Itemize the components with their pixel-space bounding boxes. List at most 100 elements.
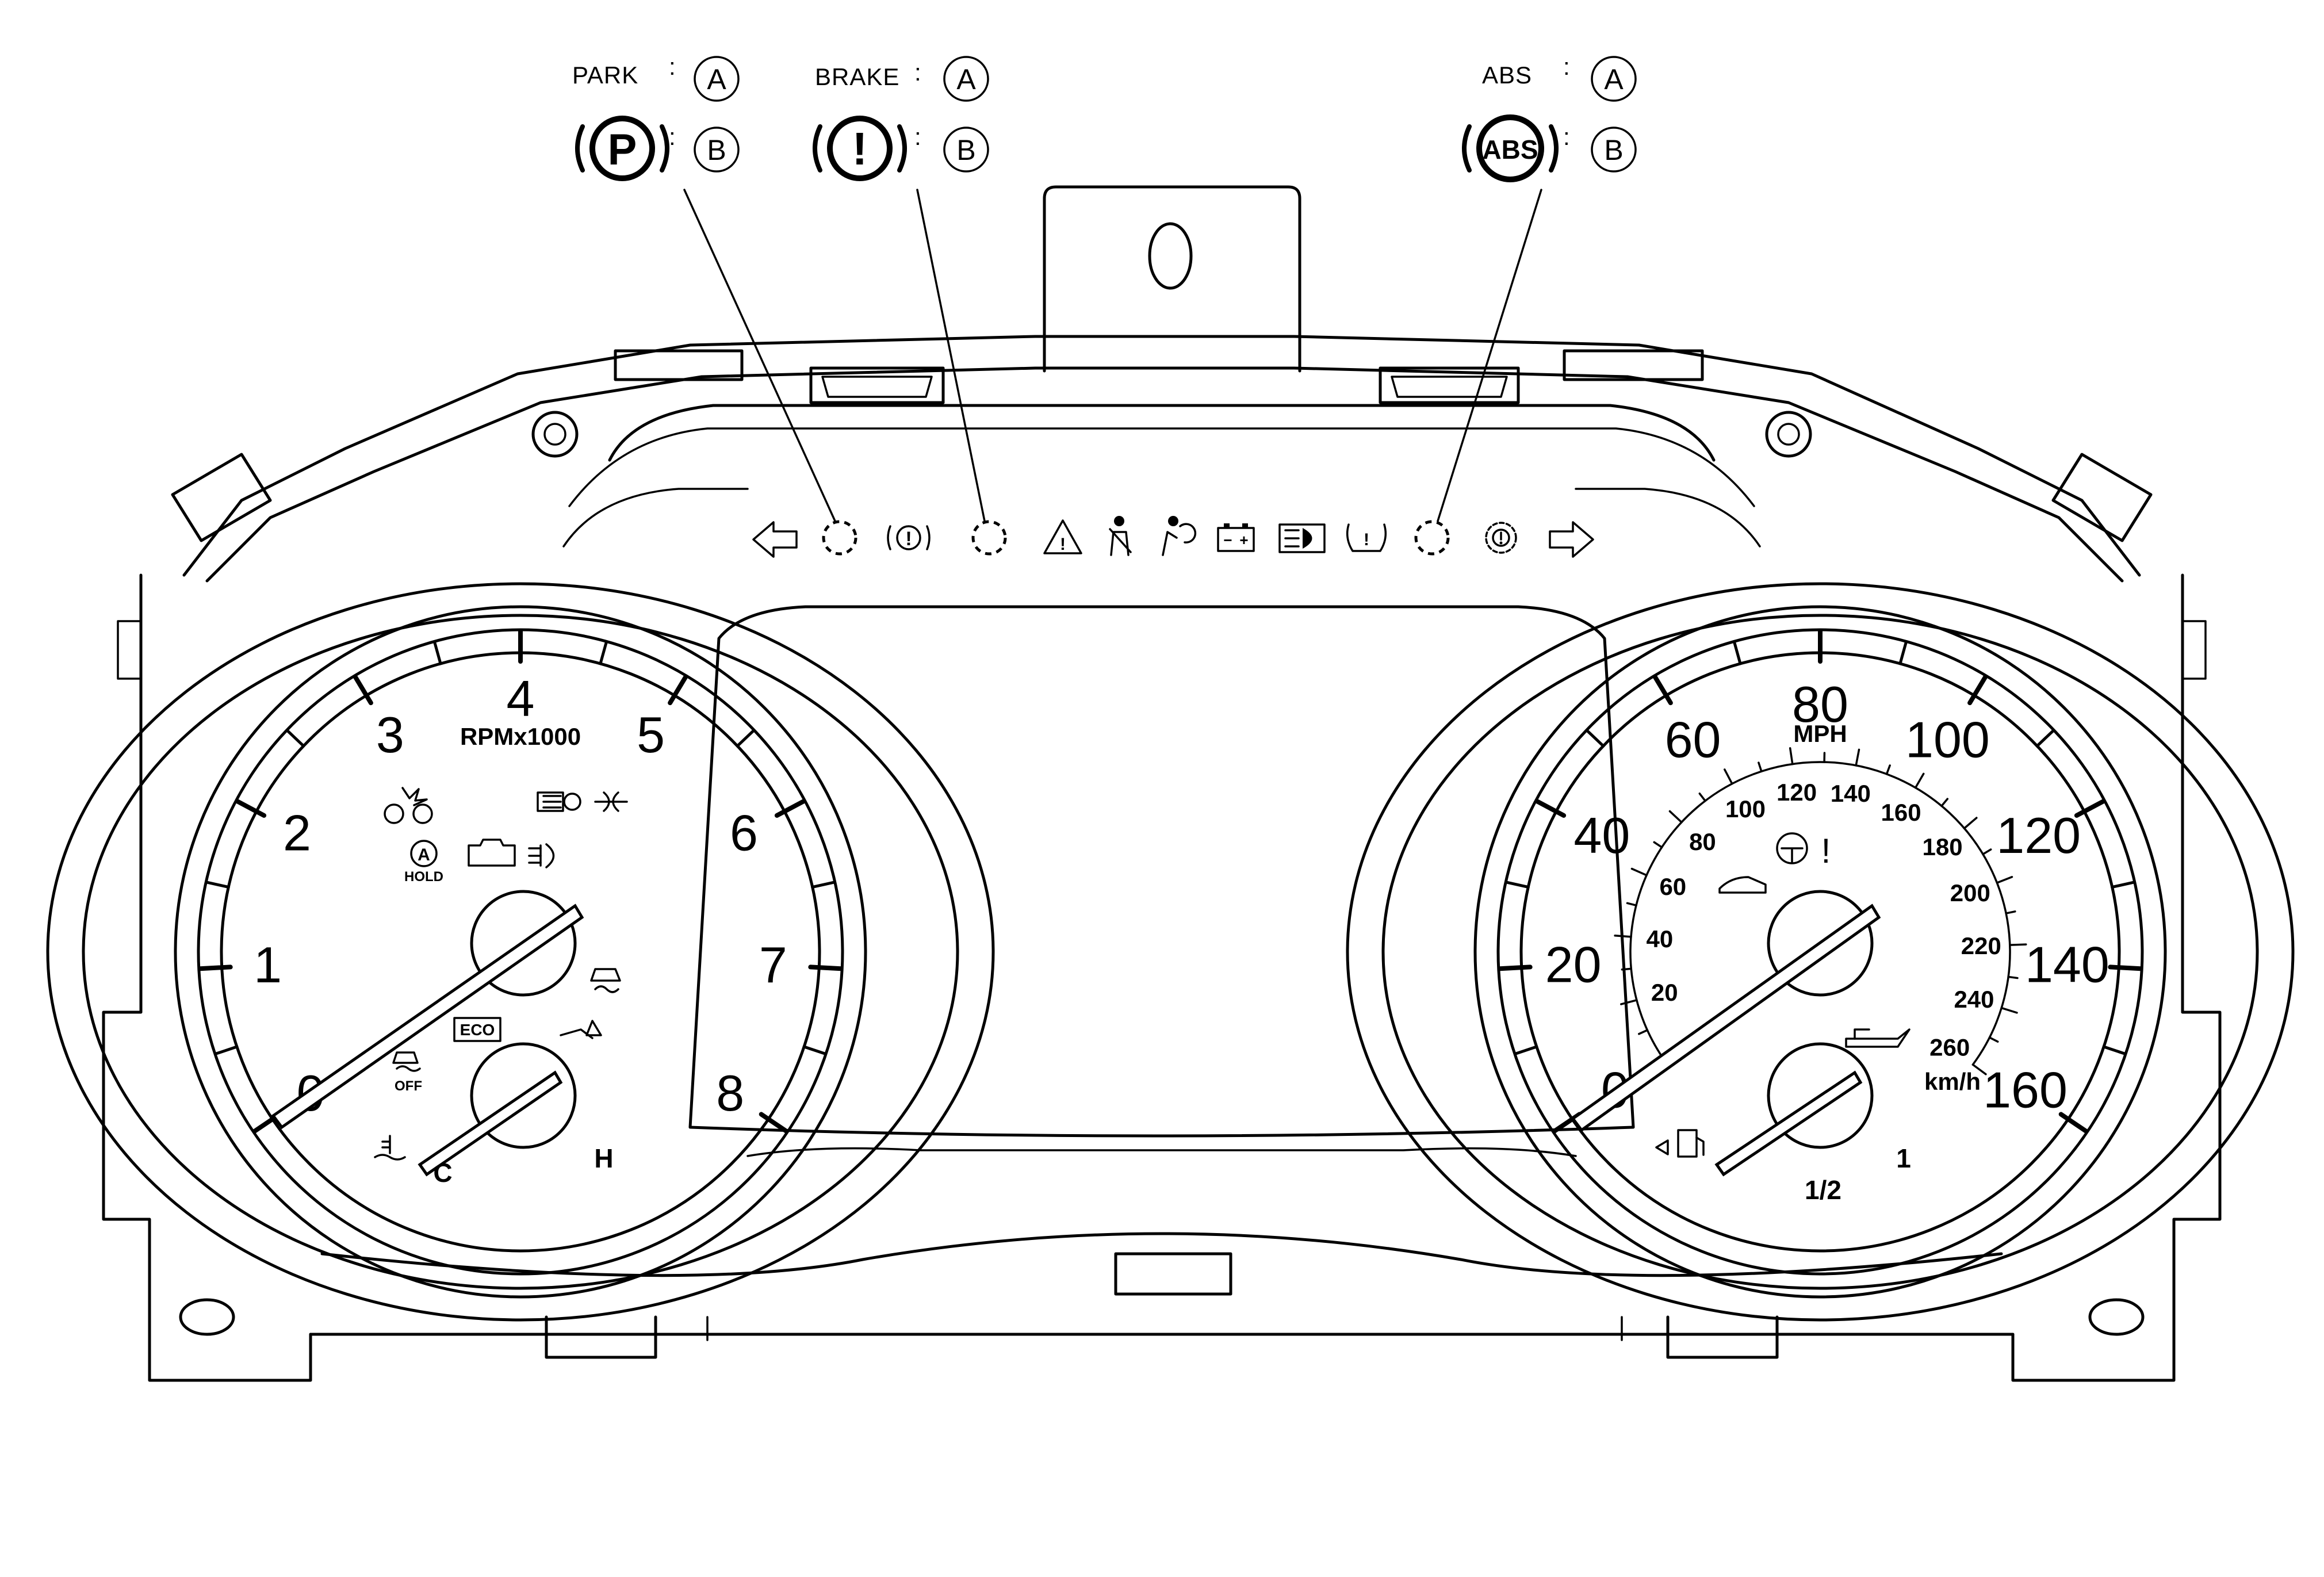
tach-tick — [215, 1045, 239, 1055]
master-warning-mark: ! — [1060, 535, 1066, 554]
clip-top-far-right — [1563, 349, 1704, 381]
lower-bezel-inner — [746, 1147, 1577, 1157]
kmh-tick — [1614, 934, 1632, 938]
kmh-tick — [1996, 876, 2013, 884]
park-a-letter: A — [707, 63, 726, 95]
clip-top-left — [809, 366, 945, 404]
kmh-unit-label: km/h — [1924, 1068, 1981, 1095]
brake-lamp-placeholder-icon — [971, 520, 1007, 556]
kmh-number: 160 — [1881, 799, 1921, 826]
coolant-temp-icon — [374, 1135, 406, 1161]
lower-bezel-contour — [320, 1232, 2003, 1277]
brake-a-letter: A — [956, 63, 976, 95]
auto-high-beam-icon — [537, 791, 581, 812]
abs-b-letter: B — [1604, 134, 1623, 166]
tach-number: 8 — [716, 1065, 744, 1121]
kmh-number: 80 — [1689, 828, 1716, 855]
top-mount-hole — [1148, 222, 1193, 290]
tach-tick — [802, 1045, 826, 1055]
park-symbol-icon: P — [575, 116, 669, 181]
tach-outer-bezel — [46, 582, 995, 1322]
mph-tick — [2111, 881, 2135, 889]
kmh-tick — [1885, 764, 1891, 775]
tach-number: 3 — [376, 706, 404, 763]
clip-side-right — [2051, 453, 2153, 542]
mph-tick — [2108, 964, 2143, 971]
outer-shell-inner — [205, 366, 2124, 583]
left-flange — [148, 1264, 312, 1382]
abs-a-circle — [1591, 56, 1637, 102]
mph-tick — [1534, 799, 1567, 818]
brake-label: BRAKE — [815, 63, 899, 90]
kmh-tick — [2007, 975, 2019, 979]
mph-tick — [2074, 799, 2106, 818]
brake-a-circle — [943, 56, 989, 102]
kmh-tick — [1789, 747, 1794, 765]
tach-ticks — [197, 629, 844, 1134]
kmh-tick — [1698, 793, 1706, 802]
kmh-tick — [1630, 867, 1648, 876]
tach-tick — [205, 881, 230, 889]
kmh-tick — [1638, 1029, 1649, 1035]
lane-assist-icon — [560, 1020, 602, 1039]
outer-shell-top — [182, 335, 2141, 577]
park-symbol-text: P — [608, 125, 637, 174]
hood-lip — [608, 404, 1716, 462]
kmh-tick — [2009, 943, 2027, 946]
mph-number: 140 — [2025, 936, 2109, 993]
kmh-number: 40 — [1647, 925, 1674, 952]
right-flange — [2011, 1264, 2176, 1382]
turn-left-arrow-icon — [752, 521, 798, 558]
tire-pressure-icon: ! — [1346, 523, 1387, 552]
epb-warning-mark: ! — [905, 528, 912, 550]
center-display — [688, 605, 1635, 1138]
abs-b-circle — [1591, 127, 1637, 173]
abs-label: ABS — [1482, 62, 1532, 89]
callout-brake: BRAKE : A ! : B — [813, 56, 989, 181]
tach-number: 2 — [283, 804, 311, 861]
right-flange-hole — [2088, 1298, 2145, 1336]
park-a-circle — [694, 56, 740, 102]
tach-numbers: 012345678 — [254, 670, 787, 1121]
tach-ring-outer — [174, 605, 867, 1299]
left-boss-outer — [531, 411, 579, 458]
kmh-tick — [1668, 810, 1683, 824]
tach-tick — [668, 674, 688, 706]
abs-separator-a: : — [1563, 53, 1571, 80]
kmh-tick — [1971, 1063, 1987, 1075]
kmh-number: 200 — [1950, 879, 1990, 906]
tach-tick — [808, 964, 844, 971]
park-lamp-placeholder-icon — [822, 520, 857, 556]
tach-tick — [286, 729, 305, 748]
abs-separator-b: : — [1563, 123, 1571, 150]
speedo-ring-outer — [1473, 605, 2167, 1299]
park-separator-b: : — [669, 123, 676, 150]
auto-hold-icon: A HOLD — [404, 840, 443, 885]
tach-bezel-2 — [82, 614, 959, 1290]
kmh-tick — [2005, 910, 2016, 914]
mph-number: 80 — [1792, 676, 1848, 733]
tach-tick — [599, 641, 608, 665]
hood-left-sweep — [562, 488, 749, 548]
power-steering-mark: ! — [1821, 832, 1831, 870]
kmh-tick — [1940, 798, 1949, 807]
clip-top-far-left — [614, 349, 744, 381]
airbag-icon — [1162, 516, 1197, 556]
power-steering-warning-icon: ! — [1776, 832, 1831, 870]
mph-number: 60 — [1665, 711, 1721, 768]
tach-tick — [774, 799, 806, 818]
speedo-outer-bezel — [1346, 582, 2295, 1322]
kmh-tick — [1620, 999, 1638, 1005]
left-boss-inner — [543, 423, 566, 446]
mph-number: 160 — [1983, 1061, 2068, 1118]
mph-tick — [1652, 674, 1673, 706]
bottom-left-clip — [545, 1315, 657, 1359]
abs-symbol-text: ABS — [1482, 135, 1538, 164]
hood-lip-inner — [568, 427, 1755, 507]
tach-tick — [433, 641, 442, 665]
forward-collision-icon — [384, 787, 433, 824]
brake-b-letter: B — [956, 134, 975, 166]
park-label: PARK — [572, 62, 638, 89]
